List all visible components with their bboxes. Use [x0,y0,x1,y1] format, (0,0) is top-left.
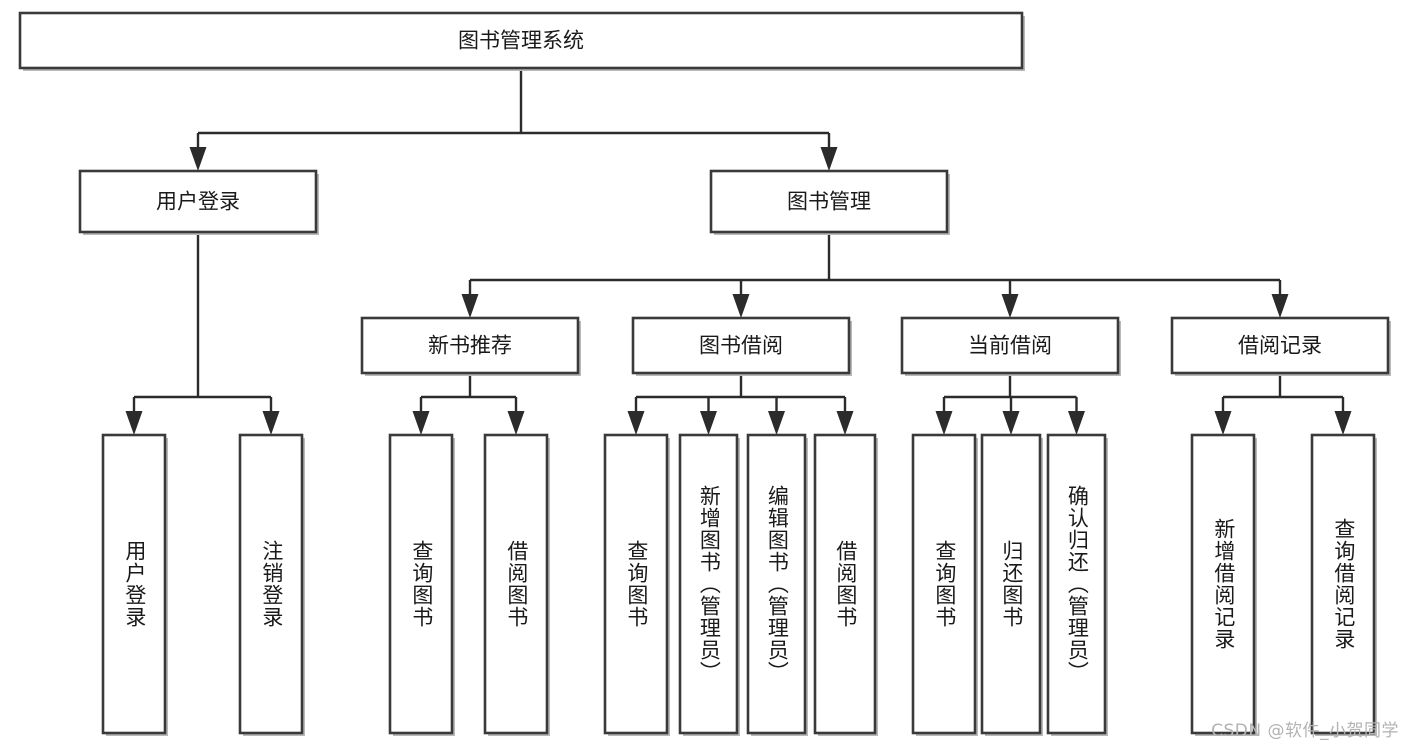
arrowhead-leaf-query-book-recommend [412,411,430,435]
arrowhead-leaf-confirm-return-admin [1068,411,1085,435]
edges-layer [125,68,1352,435]
arrowhead-leaf-edit-book-admin [768,411,785,435]
arrowhead-book-manage [820,147,838,171]
node-box-leaf-logout-login[interactable] [238,433,304,735]
node-box-leaf-edit-book-admin[interactable] [746,433,807,735]
node-box-leaf-add-book-admin[interactable] [678,433,739,735]
node-box-leaf-borrow-book[interactable] [813,433,877,735]
node-label-book-manage: 图书管理 [787,190,871,214]
node-box-borrow-record[interactable] [1170,316,1390,375]
node-box-new-book-recommend[interactable] [360,316,580,375]
arrowhead-user-login [189,147,207,171]
arrowhead-leaf-borrow-book-recommend [507,411,525,435]
node-label-root: 图书管理系统 [458,29,584,53]
node-label-current-borrow: 当前借阅 [968,334,1052,358]
arrowhead-book-borrow [732,294,750,318]
arrowhead-new-book-recommend [461,294,479,318]
node-label-new-book-recommend: 新书推荐 [428,334,512,358]
arrowhead-borrow-record [1271,294,1289,318]
arrowhead-leaf-add-borrow-record [1214,411,1232,435]
node-label-borrow-record: 借阅记录 [1238,334,1322,358]
boxes-layer [18,11,1391,736]
node-label-user-login: 用户登录 [156,190,240,214]
node-box-leaf-query-borrow-record[interactable] [1310,433,1376,735]
node-label-book-borrow: 图书借阅 [699,334,783,358]
arrowhead-current-borrow [1001,294,1019,318]
node-box-book-borrow[interactable] [631,316,851,375]
arrowhead-leaf-user-login [125,411,143,435]
arrowhead-leaf-query-borrow-record [1334,411,1352,435]
node-box-leaf-return-book[interactable] [980,433,1042,735]
node-box-leaf-query-book-current[interactable] [911,433,977,735]
arrowhead-leaf-logout-login [262,411,280,435]
node-box-leaf-confirm-return-admin[interactable] [1046,433,1107,735]
node-box-leaf-query-book-recommend[interactable] [388,433,454,735]
node-box-leaf-add-borrow-record[interactable] [1190,433,1256,735]
arrowhead-leaf-query-book-current [935,411,953,435]
node-box-user-login[interactable] [78,169,318,234]
node-box-leaf-borrow-book-recommend[interactable] [483,433,549,735]
arrowhead-leaf-return-book [1002,411,1020,435]
node-box-current-borrow[interactable] [900,316,1120,375]
arrowhead-leaf-borrow-book [836,411,854,435]
node-box-leaf-query-book-borrow[interactable] [603,433,669,735]
arrowhead-leaf-query-book-borrow [627,411,645,435]
arrowhead-leaf-add-book-admin [700,411,717,435]
node-box-root[interactable] [18,11,1024,70]
node-box-leaf-user-login[interactable] [101,433,167,735]
node-box-book-manage[interactable] [709,169,949,234]
